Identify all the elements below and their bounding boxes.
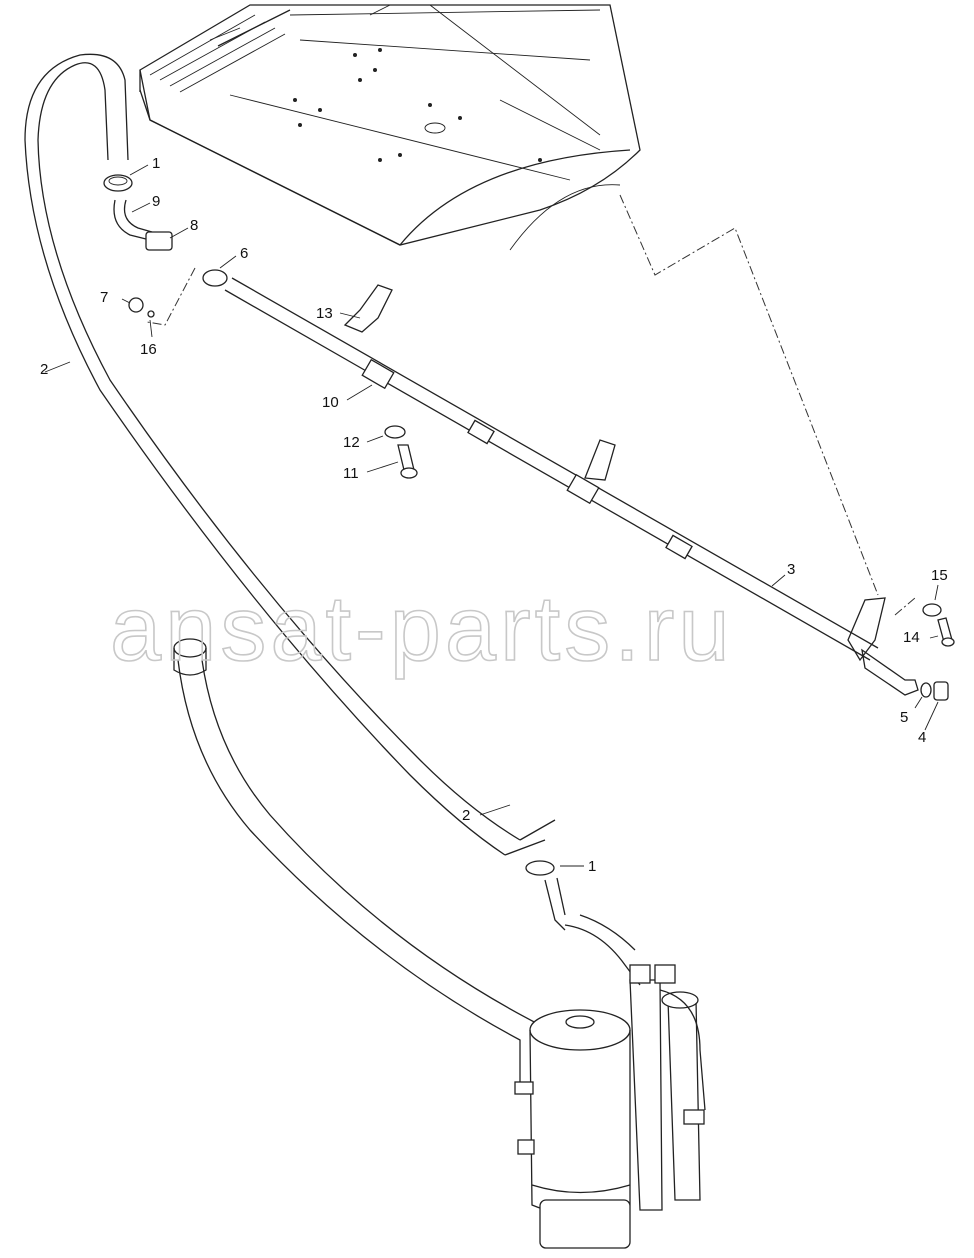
callout-2-mid: 2: [462, 807, 470, 824]
callout-1-bottom: 1: [588, 858, 596, 875]
callout-5: 5: [900, 709, 908, 726]
callout-3: 3: [787, 561, 795, 578]
callout-14: 14: [903, 629, 920, 646]
callout-10: 10: [322, 394, 339, 411]
leader-lines: [44, 164, 939, 867]
pipe-3: [224, 277, 919, 696]
engine-housing: [139, 4, 641, 251]
centre-fittings: [525, 860, 641, 986]
callout-13: 13: [316, 305, 333, 322]
callout-7: 7: [100, 289, 108, 306]
callout-16: 16: [140, 341, 157, 358]
bolt-11-washer-12: [384, 425, 418, 479]
callout-15: 15: [931, 567, 948, 584]
callout-11: 11: [343, 465, 359, 482]
callout-8: 8: [190, 217, 198, 234]
watermark-text: ansat-parts.ru: [110, 578, 734, 680]
callout-12: 12: [343, 434, 360, 451]
callout-labels: 1 9 8 6 7 16 2 13 10 12 11 3 15 14 5 4 2…: [40, 155, 948, 875]
right-fittings: [920, 603, 955, 701]
centre-lines: [146, 194, 916, 616]
callout-2-left: 2: [40, 361, 48, 378]
canister-unit: [514, 964, 706, 1249]
left-fittings: [103, 174, 228, 318]
callout-6: 6: [240, 245, 248, 262]
callout-4: 4: [918, 729, 926, 746]
callout-1-top: 1: [152, 155, 160, 172]
callout-9: 9: [152, 193, 160, 210]
hose-2: [24, 53, 556, 856]
return-hose: [173, 638, 541, 1090]
